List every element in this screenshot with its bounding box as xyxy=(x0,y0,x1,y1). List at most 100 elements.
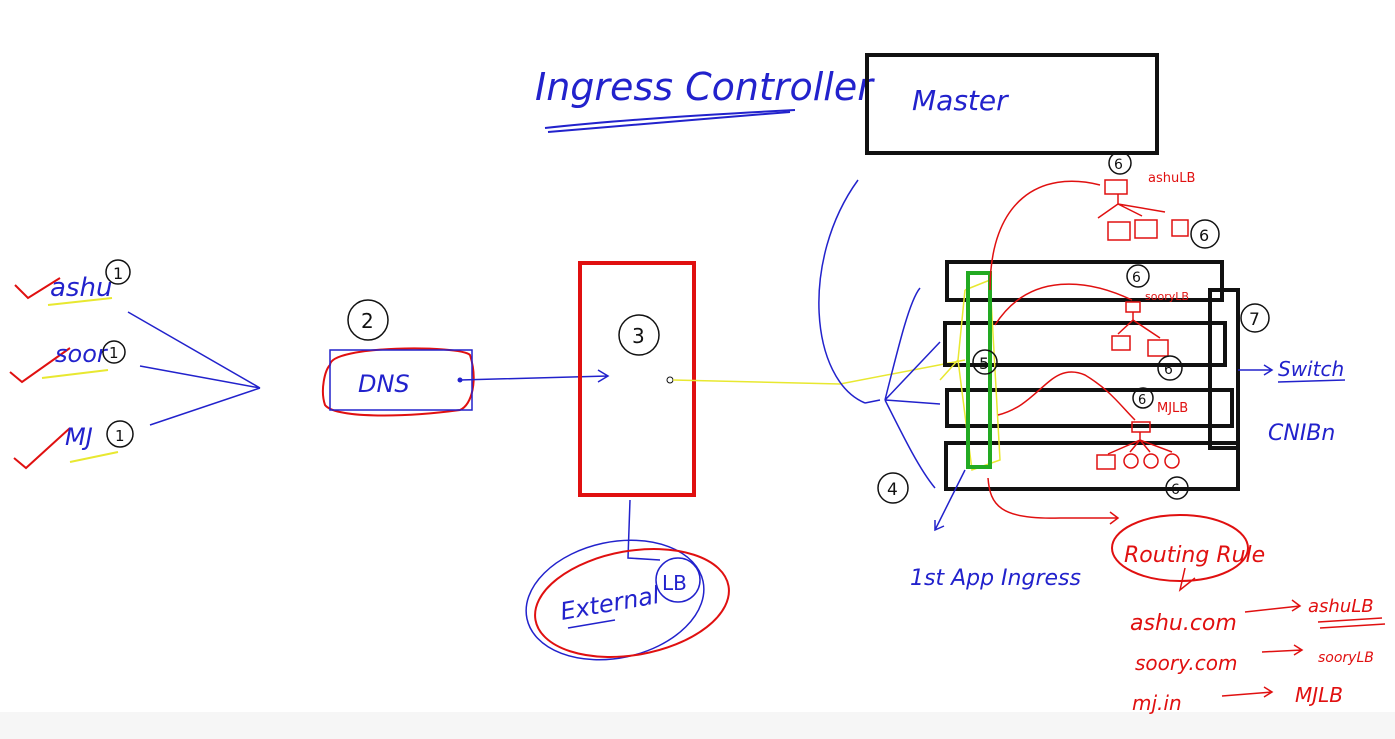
node-1 xyxy=(945,260,1224,302)
svc-num-circle-3 xyxy=(1126,264,1150,288)
svc-num-4: 6 xyxy=(1164,362,1173,378)
rule-3-from: mj.in xyxy=(1132,691,1182,715)
svc-num-5: 6 xyxy=(1138,393,1146,408)
node-3 xyxy=(945,388,1234,428)
routing-title: Routing Rule xyxy=(1124,543,1265,568)
pod-3d xyxy=(1164,453,1180,469)
ingress-box xyxy=(966,271,992,469)
pod-1a xyxy=(1107,221,1131,241)
nodes-num: 4 xyxy=(887,480,898,500)
external-lb-red-ellipse xyxy=(534,548,730,658)
rule-1-arrow xyxy=(1244,599,1302,613)
svc-mj-label: MJLB xyxy=(1157,401,1188,416)
svc-tree-2 xyxy=(1117,312,1161,339)
switch-num-circle xyxy=(1240,303,1270,333)
external-lb-sub: LB xyxy=(662,571,687,595)
dns-label: DNS xyxy=(358,370,410,398)
external-lb-group: External LB xyxy=(525,539,730,661)
svc-num-6: 6 xyxy=(1171,482,1180,498)
svc-soory-box xyxy=(1125,301,1141,313)
title-underline-2 xyxy=(547,111,791,133)
routing-title-curl xyxy=(1178,567,1196,592)
svc-tree-1 xyxy=(1097,194,1166,219)
routing-ellipse xyxy=(1111,514,1249,582)
ingress-pointer xyxy=(934,469,966,532)
svc-curve-mid xyxy=(994,283,1133,326)
services-group: 6 ashuLB 6 6 sooryLB 6 6 MJLB 6 xyxy=(987,151,1220,525)
master-down-curve xyxy=(818,179,866,404)
user-soor: soor xyxy=(55,340,109,368)
dns-arrow xyxy=(459,369,610,383)
rule-2-to: sooryLB xyxy=(1318,650,1374,666)
user-2-circle xyxy=(102,340,126,364)
title-group: Ingress Controller xyxy=(535,65,875,133)
svc-num-circle-4 xyxy=(1157,355,1183,381)
cni-label: CNIBn xyxy=(1268,421,1335,446)
pod-1b xyxy=(1134,219,1158,239)
switch-num: 7 xyxy=(1249,310,1260,330)
title-underline xyxy=(544,109,796,129)
svc-num-circle-2 xyxy=(1190,219,1220,249)
routing-group: Routing Rule ashu.com ashuLB soory.com s… xyxy=(1111,514,1386,715)
ingress-num: 5 xyxy=(979,354,989,373)
pod-2a xyxy=(1111,335,1131,351)
pod-3a xyxy=(1096,454,1116,470)
user-1-underline xyxy=(47,297,113,306)
bottom-strip xyxy=(0,712,1395,739)
user-3-num: 1 xyxy=(115,427,125,445)
svc-tree-3 xyxy=(1107,432,1173,455)
lb-down-line xyxy=(627,499,661,561)
users-group: ashu 1 soor 1 MJ 1 xyxy=(9,259,261,470)
rule-1-underline xyxy=(1317,617,1386,629)
master-label: Master xyxy=(912,84,1009,117)
node-2 xyxy=(943,321,1227,367)
svc-mj-box xyxy=(1131,421,1151,433)
user-1-circle xyxy=(105,259,131,285)
rule-3-arrow xyxy=(1221,686,1274,698)
external-lb-underline xyxy=(567,619,616,629)
nodes-num-circle xyxy=(877,472,909,504)
users-funnel xyxy=(127,311,261,426)
svc-curve-top xyxy=(989,180,1101,291)
svc-ashu-label: ashuLB xyxy=(1148,171,1195,186)
switch-arrow xyxy=(1238,364,1274,376)
user-3-underline xyxy=(69,451,119,463)
svc-num-circle-1 xyxy=(1108,151,1132,175)
rule-1-to: ashuLB xyxy=(1308,596,1374,617)
svc-ashu-box xyxy=(1104,179,1128,195)
dns-num-circle xyxy=(347,299,389,341)
lb-num-circle xyxy=(618,314,660,356)
pod-3c xyxy=(1143,453,1159,469)
lb-dot xyxy=(666,376,674,384)
fan-arrows xyxy=(864,287,941,489)
rule-2-from: soory.com xyxy=(1135,651,1237,675)
master-group: Master xyxy=(818,53,1159,404)
lb-num: 3 xyxy=(632,324,645,348)
to-routing-line xyxy=(987,477,1120,525)
user-mj: MJ xyxy=(65,423,93,451)
ingress-num-circle xyxy=(972,349,998,375)
svc-num-3: 6 xyxy=(1132,270,1141,286)
svc-num-2: 6 xyxy=(1199,226,1209,245)
dns-num: 2 xyxy=(361,309,374,333)
svc-num-circle-6 xyxy=(1165,476,1189,500)
dns-dot xyxy=(457,377,463,383)
lb-to-cluster-line xyxy=(672,359,966,385)
user-2-num: 1 xyxy=(109,344,119,362)
svc-curve-mj xyxy=(997,371,1136,421)
switch-label: Switch xyxy=(1278,357,1344,381)
page-title: Ingress Controller xyxy=(535,65,875,109)
external-lb-sub-circle xyxy=(655,557,701,603)
pod-3b xyxy=(1123,453,1139,469)
ingress-label: 1st App Ingress xyxy=(910,566,1081,591)
node-4 xyxy=(944,441,1240,491)
check-mark-2 xyxy=(9,347,71,384)
switch-box xyxy=(1208,288,1240,450)
svc-num-circle-5 xyxy=(1132,387,1154,409)
rule-1-from: ashu.com xyxy=(1130,611,1237,636)
svc-num-1: 6 xyxy=(1114,157,1123,173)
check-mark-1 xyxy=(14,277,61,300)
user-ashu: ashu xyxy=(50,273,112,303)
user-1-num: 1 xyxy=(113,264,123,283)
dns-group: 2 DNS xyxy=(321,299,610,417)
